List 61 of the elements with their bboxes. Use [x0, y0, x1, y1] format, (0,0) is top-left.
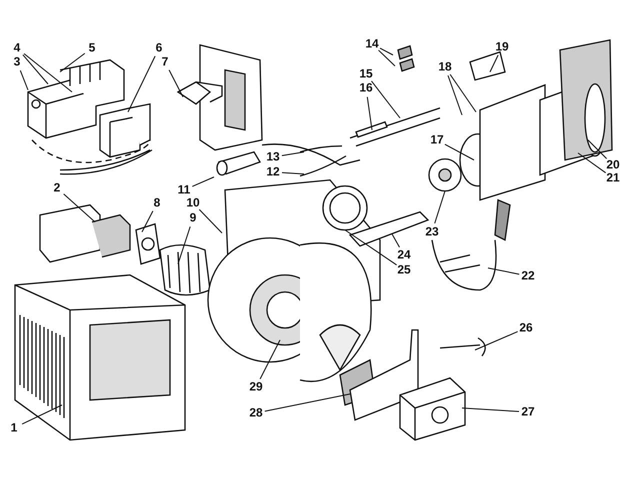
leader-line — [344, 230, 398, 266]
leader-line — [448, 75, 462, 116]
leader-line — [474, 331, 518, 350]
callout-number: 7 — [162, 56, 168, 68]
leader-line — [192, 176, 214, 187]
leader-line — [392, 234, 400, 248]
callout-number: 6 — [156, 42, 162, 54]
callout-number: 11 — [178, 184, 190, 196]
leader-line — [588, 140, 608, 160]
callout-number: 16 — [359, 82, 373, 94]
callout-number: 14 — [365, 38, 379, 50]
leader-line — [264, 394, 350, 412]
leader-line — [128, 56, 156, 112]
callout-number: 27 — [521, 406, 535, 418]
leader-line — [462, 408, 520, 412]
leader-line — [24, 53, 72, 92]
leader-line — [198, 209, 222, 234]
leader-line — [20, 70, 28, 90]
callout-number: 3 — [14, 56, 20, 68]
callout-number: 22 — [521, 270, 535, 282]
callout-number: 4 — [14, 42, 20, 54]
leader-line — [366, 96, 372, 130]
callout-number: 18 — [438, 60, 452, 74]
callout-number: 21 — [606, 172, 620, 184]
leader-line — [444, 144, 474, 160]
leader-line — [168, 70, 184, 98]
callout-number: 20 — [606, 158, 620, 172]
leader-line — [490, 54, 499, 72]
leader-line — [142, 210, 154, 232]
callout-number: 17 — [430, 134, 444, 146]
callout-number: 13 — [266, 150, 280, 164]
leader-line — [488, 268, 520, 275]
leader-line — [578, 152, 606, 174]
callout-number: 5 — [88, 42, 96, 54]
callout-number: 29 — [249, 380, 263, 394]
leader-line — [282, 172, 304, 174]
callout-number: 26 — [519, 322, 533, 334]
callout-number: 28 — [249, 406, 263, 420]
leader-line — [380, 48, 394, 56]
callout-number: 1 — [10, 422, 18, 434]
callout-number: 2 — [54, 182, 60, 194]
leader-line — [371, 80, 400, 118]
leader-line — [22, 404, 62, 425]
callout-number: 8 — [154, 196, 160, 210]
callout-number: 24 — [397, 248, 411, 262]
callout-number: 10 — [186, 196, 200, 210]
leader-line — [63, 194, 96, 222]
callout-number: 23 — [425, 226, 439, 238]
leader-line — [281, 152, 304, 156]
callout-number: 15 — [359, 68, 373, 80]
callout-number: 9 — [190, 212, 196, 224]
leader-line — [434, 190, 446, 224]
callout-number: 12 — [266, 166, 280, 178]
leader-line — [178, 226, 191, 264]
leader-line — [450, 74, 476, 112]
leader-line — [60, 52, 86, 72]
leader-line — [378, 50, 396, 66]
callout-number: 25 — [397, 264, 411, 276]
callout-number: 19 — [495, 40, 509, 54]
leader-line — [260, 340, 280, 380]
leader-line — [22, 54, 48, 84]
